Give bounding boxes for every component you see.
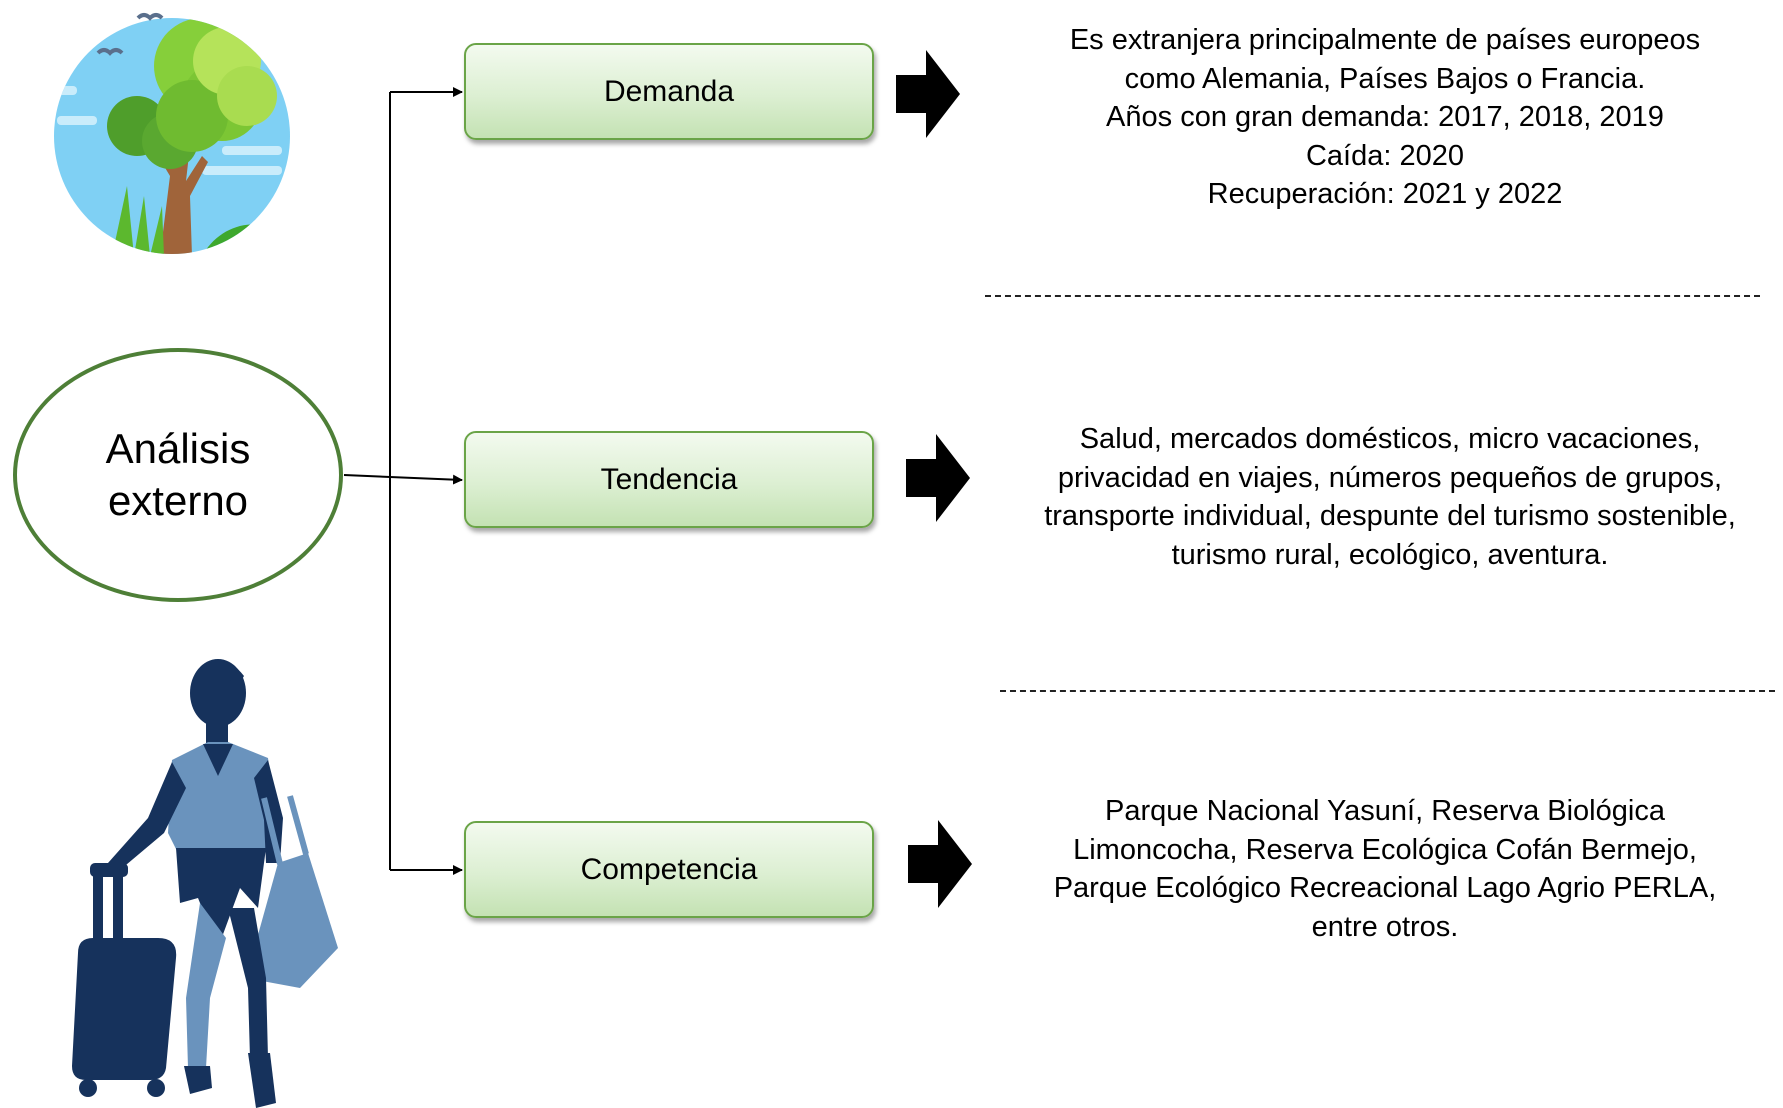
block-arrow-demanda bbox=[896, 50, 960, 138]
description-line: transporte individual, despunte del turi… bbox=[1044, 500, 1736, 532]
description-line: Es extranjera principalmente de países e… bbox=[1069, 24, 1701, 56]
block-arrow-tendencia bbox=[906, 434, 970, 522]
block-arrow-competencia bbox=[908, 820, 972, 908]
description-line: como Alemania, Países Bajos o Francia. bbox=[1124, 62, 1646, 95]
description-line: Limoncocha, Reserva Ecológica Cofán Berm… bbox=[1073, 833, 1697, 866]
center-label-line1: Análisis bbox=[105, 425, 251, 472]
description-line: Años con gran demanda: 2017, 2018, 2019 bbox=[1106, 101, 1664, 133]
description-line: turismo rural, ecológico, aventura. bbox=[1171, 538, 1609, 571]
description-line: Recuperación: 2021 y 2022 bbox=[1207, 178, 1563, 210]
separator-dashed-1 bbox=[985, 295, 1760, 297]
description-tendencia: Salud, mercados domésticos, micro vacaci… bbox=[1005, 420, 1775, 574]
description-line: Caída: 2020 bbox=[1305, 139, 1464, 172]
node-demanda: Demanda bbox=[464, 43, 874, 140]
description-demanda: Es extranjera principalmente de países e… bbox=[1005, 21, 1765, 214]
traveler-with-luggage-icon bbox=[72, 659, 338, 1108]
node-competencia: Competencia bbox=[464, 821, 874, 918]
separator-dashed-2 bbox=[1000, 690, 1775, 692]
description-line: Parque Ecológico Recreacional Lago Agrio… bbox=[1053, 872, 1717, 904]
nature-tree-icon bbox=[54, 13, 290, 254]
description-competencia: Parque Nacional Yasuní, Reserva Biológic… bbox=[1005, 792, 1765, 946]
description-line: entre otros. bbox=[1311, 910, 1459, 943]
description-line: Salud, mercados domésticos, micro vacaci… bbox=[1079, 423, 1701, 455]
node-demanda-label: Demanda bbox=[603, 74, 735, 108]
description-line: privacidad en viajes, números pequeños d… bbox=[1057, 461, 1723, 494]
description-line: Parque Nacional Yasuní, Reserva Biológic… bbox=[1105, 795, 1665, 827]
node-tendencia-label: Tendencia bbox=[600, 462, 738, 496]
node-competencia-label: Competencia bbox=[580, 852, 758, 886]
center-node-analisis-externo: Análisis externo bbox=[13, 348, 343, 602]
node-tendencia: Tendencia bbox=[464, 431, 874, 528]
center-label-line2: externo bbox=[107, 477, 249, 524]
